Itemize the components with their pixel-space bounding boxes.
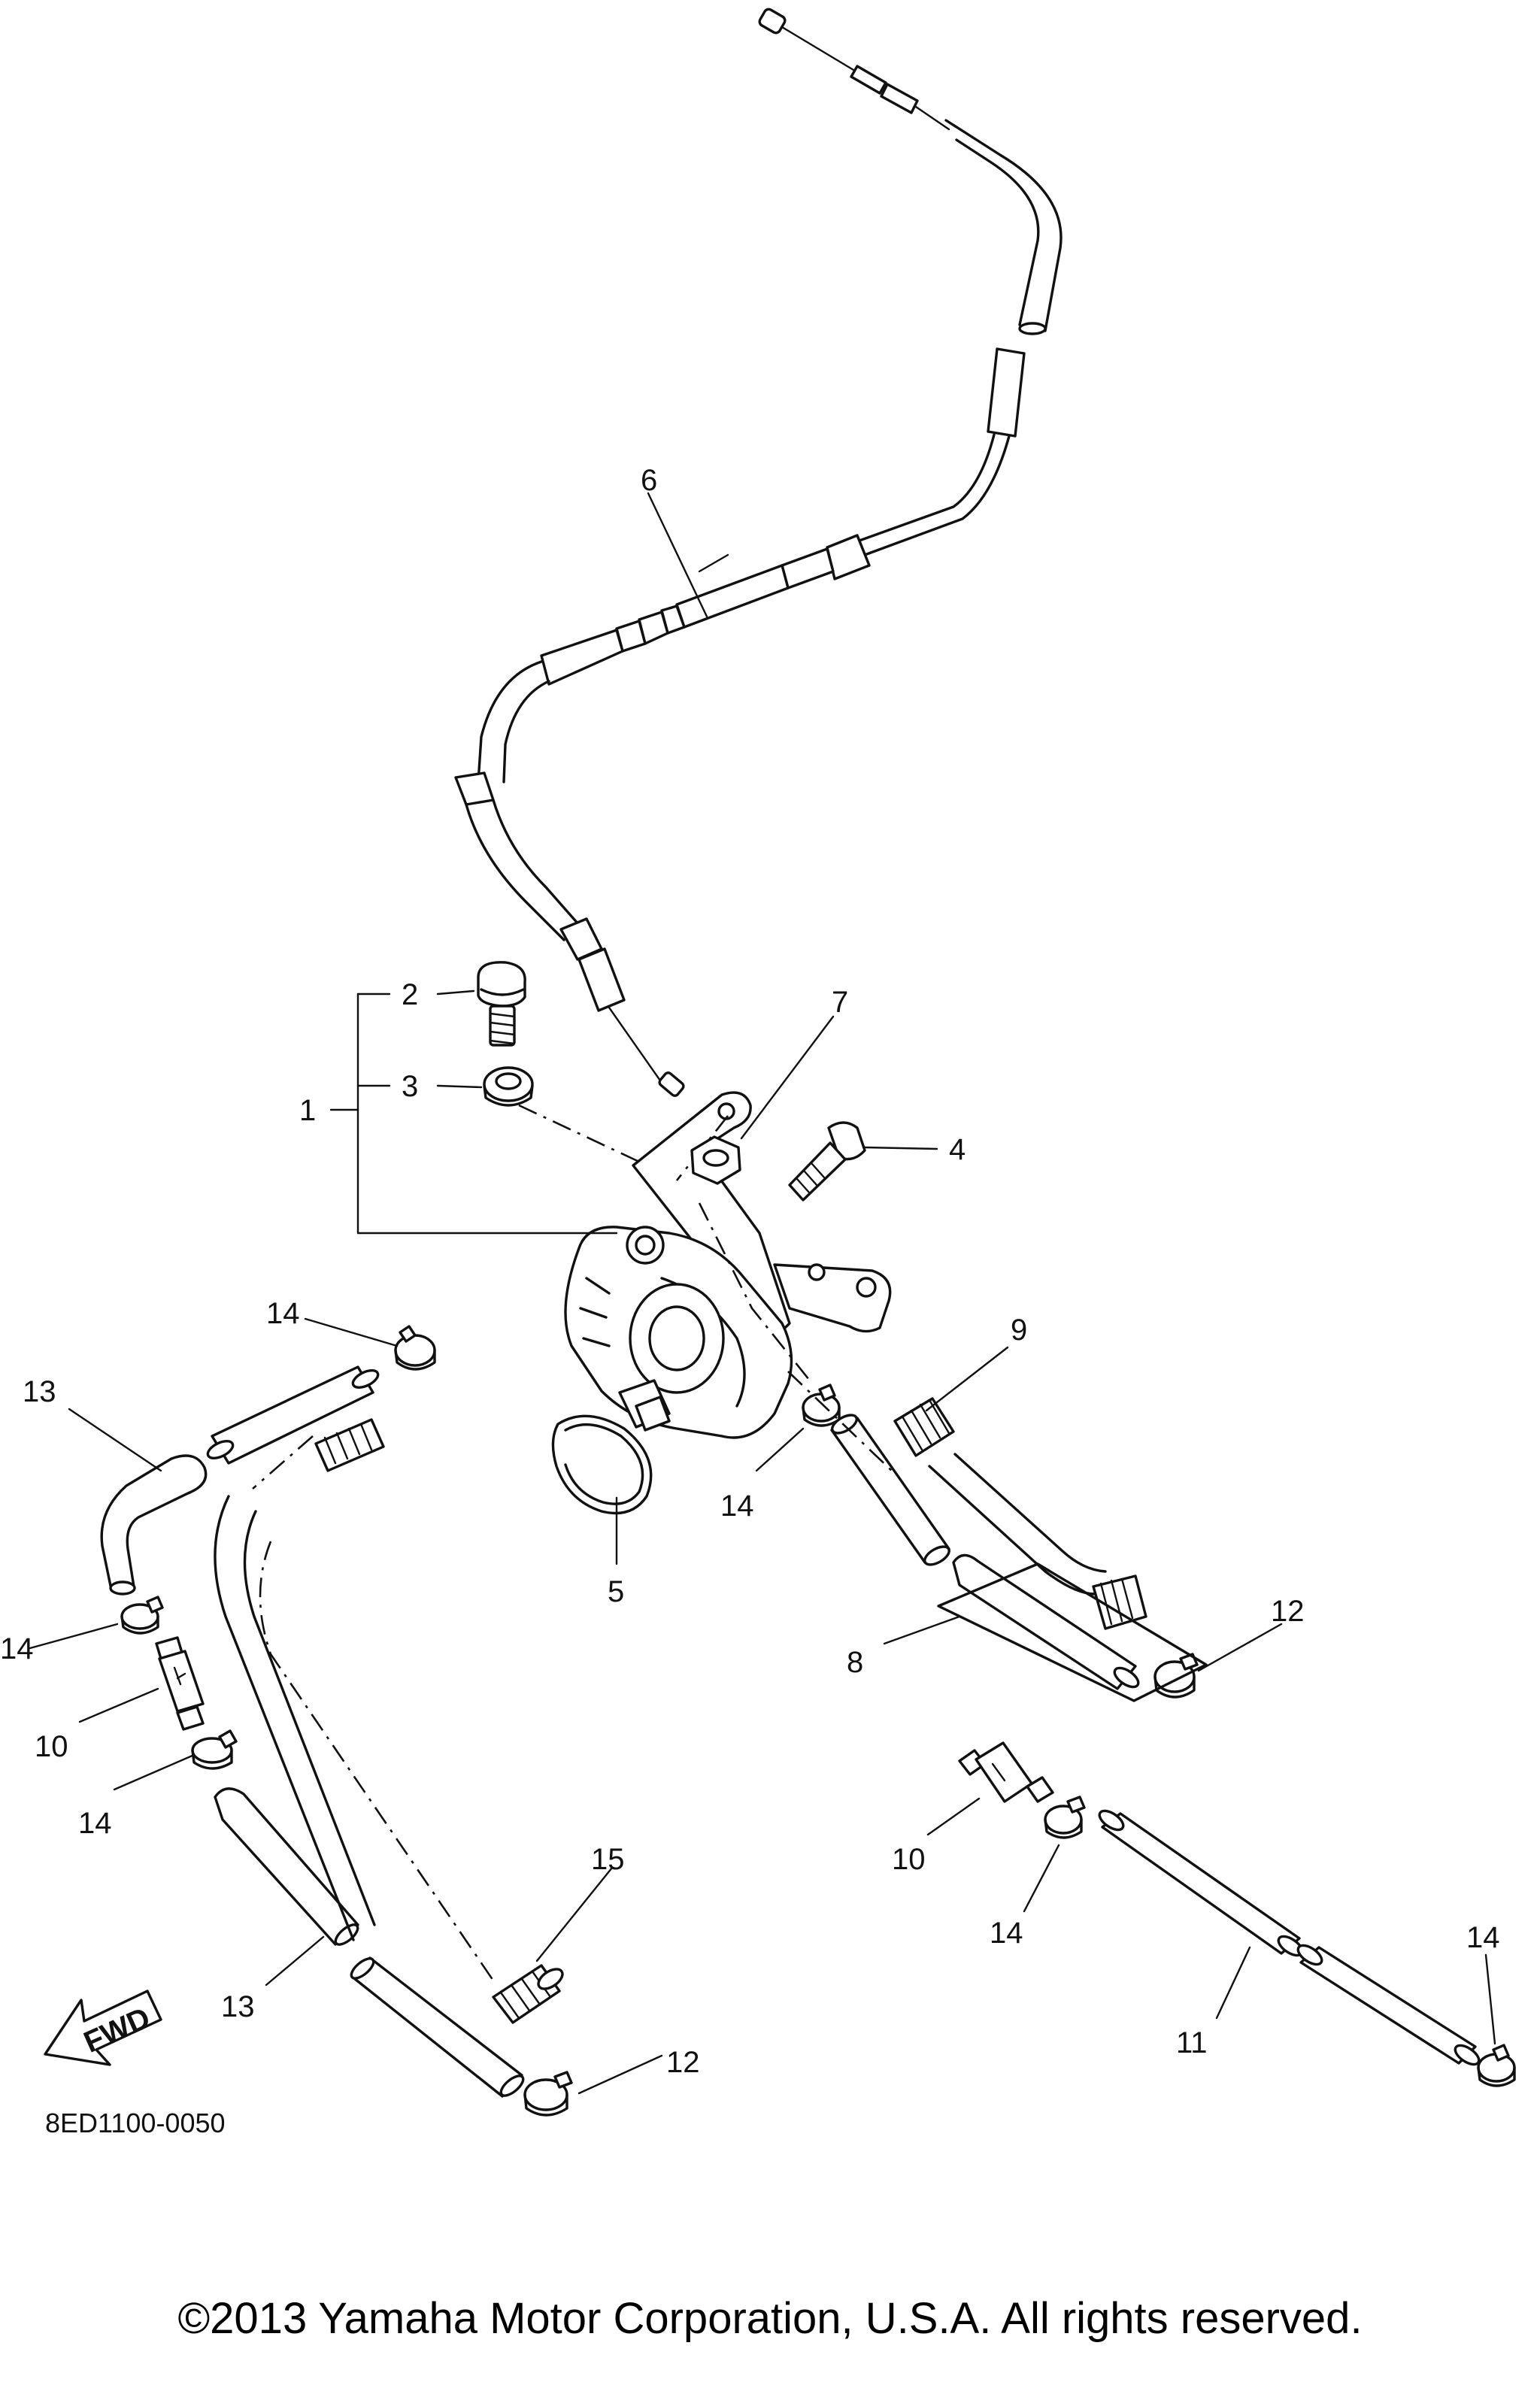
clamp-14-d — [802, 1383, 841, 1427]
spring-upper-right — [893, 1397, 955, 1457]
leader-lines — [29, 492, 1496, 2095]
diagram-code: 8ED1100-0050 — [45, 2108, 226, 2138]
hose-lower-left-2 — [350, 1956, 525, 2098]
screw — [788, 1121, 866, 1202]
fwd-arrow: FWD — [44, 1990, 162, 2066]
hose-lower-left — [214, 1787, 359, 1946]
callout-14d: 14 — [720, 1490, 754, 1523]
spring-lower-left — [492, 1964, 564, 2024]
clamp-12-b — [1153, 1653, 1199, 1699]
washer-guide-line — [518, 1104, 641, 1164]
callout-5: 5 — [608, 1575, 624, 1608]
callout-10a: 10 — [35, 1730, 68, 1763]
pipe-right-guide — [787, 1371, 896, 1474]
banjo-bolt — [477, 961, 526, 1047]
alternate-box — [937, 1562, 1208, 1702]
oil-pump-body — [564, 1091, 892, 1439]
clamp-14-e — [1044, 1796, 1086, 1839]
hose-11-b — [1296, 1944, 1481, 2066]
nut — [690, 1135, 741, 1185]
spring-upper-left — [314, 1418, 385, 1472]
callout-10b: 10 — [892, 1843, 926, 1876]
callout-15: 15 — [591, 1843, 625, 1876]
callout-14f: 14 — [1466, 1921, 1500, 1954]
pipe-left-guide — [252, 1435, 314, 1490]
clamp-14-b — [120, 1596, 164, 1635]
long-pipe-left-outer — [214, 1495, 355, 1941]
hose-upper-straight — [206, 1365, 380, 1465]
callout-14a: 14 — [266, 1297, 300, 1330]
callout-6: 6 — [641, 464, 657, 497]
o-ring — [551, 1414, 653, 1515]
callout-14c: 14 — [78, 1807, 112, 1840]
long-pipe-left-inner — [243, 1510, 376, 1926]
hose-11 — [1098, 1809, 1304, 1957]
clamp-14-a — [394, 1325, 436, 1371]
pipe-right-outer — [928, 1465, 1096, 1596]
throttle-cable — [454, 8, 1063, 1097]
pipe-right-inner — [953, 1453, 1107, 1573]
callout-13a: 13 — [23, 1375, 56, 1408]
washer — [483, 1066, 534, 1107]
hose-right-8 — [952, 1553, 1140, 1690]
clamp-14-c — [191, 1729, 238, 1770]
check-valve-right — [958, 1741, 1054, 1803]
pipe-left-guide-2 — [259, 1541, 498, 1986]
callout-9: 9 — [1011, 1314, 1027, 1347]
callout-12b: 12 — [1271, 1595, 1305, 1628]
callout-2: 2 — [402, 978, 418, 1011]
callout-14e: 14 — [990, 1917, 1023, 1950]
clamp-14-f — [1477, 2044, 1516, 2087]
check-valve-left — [155, 1636, 205, 1731]
callout-12a: 12 — [666, 2046, 700, 2079]
callout-4: 4 — [949, 1133, 966, 1166]
callout-7: 7 — [832, 986, 848, 1019]
spring-lower-right — [1092, 1574, 1147, 1630]
copyright-notice: ©2013 Yamaha Motor Corporation, U.S.A. A… — [177, 2294, 1363, 2343]
callout-11: 11 — [1176, 2026, 1208, 2059]
callout-13b: 13 — [221, 1990, 255, 2023]
callout-14b: 14 — [0, 1632, 34, 1665]
bent-hose-upper — [100, 1454, 208, 1596]
callout-3: 3 — [402, 1070, 418, 1103]
clamp-12-a — [523, 2071, 573, 2117]
callout-1: 1 — [299, 1094, 316, 1127]
callout-8: 8 — [847, 1646, 863, 1679]
